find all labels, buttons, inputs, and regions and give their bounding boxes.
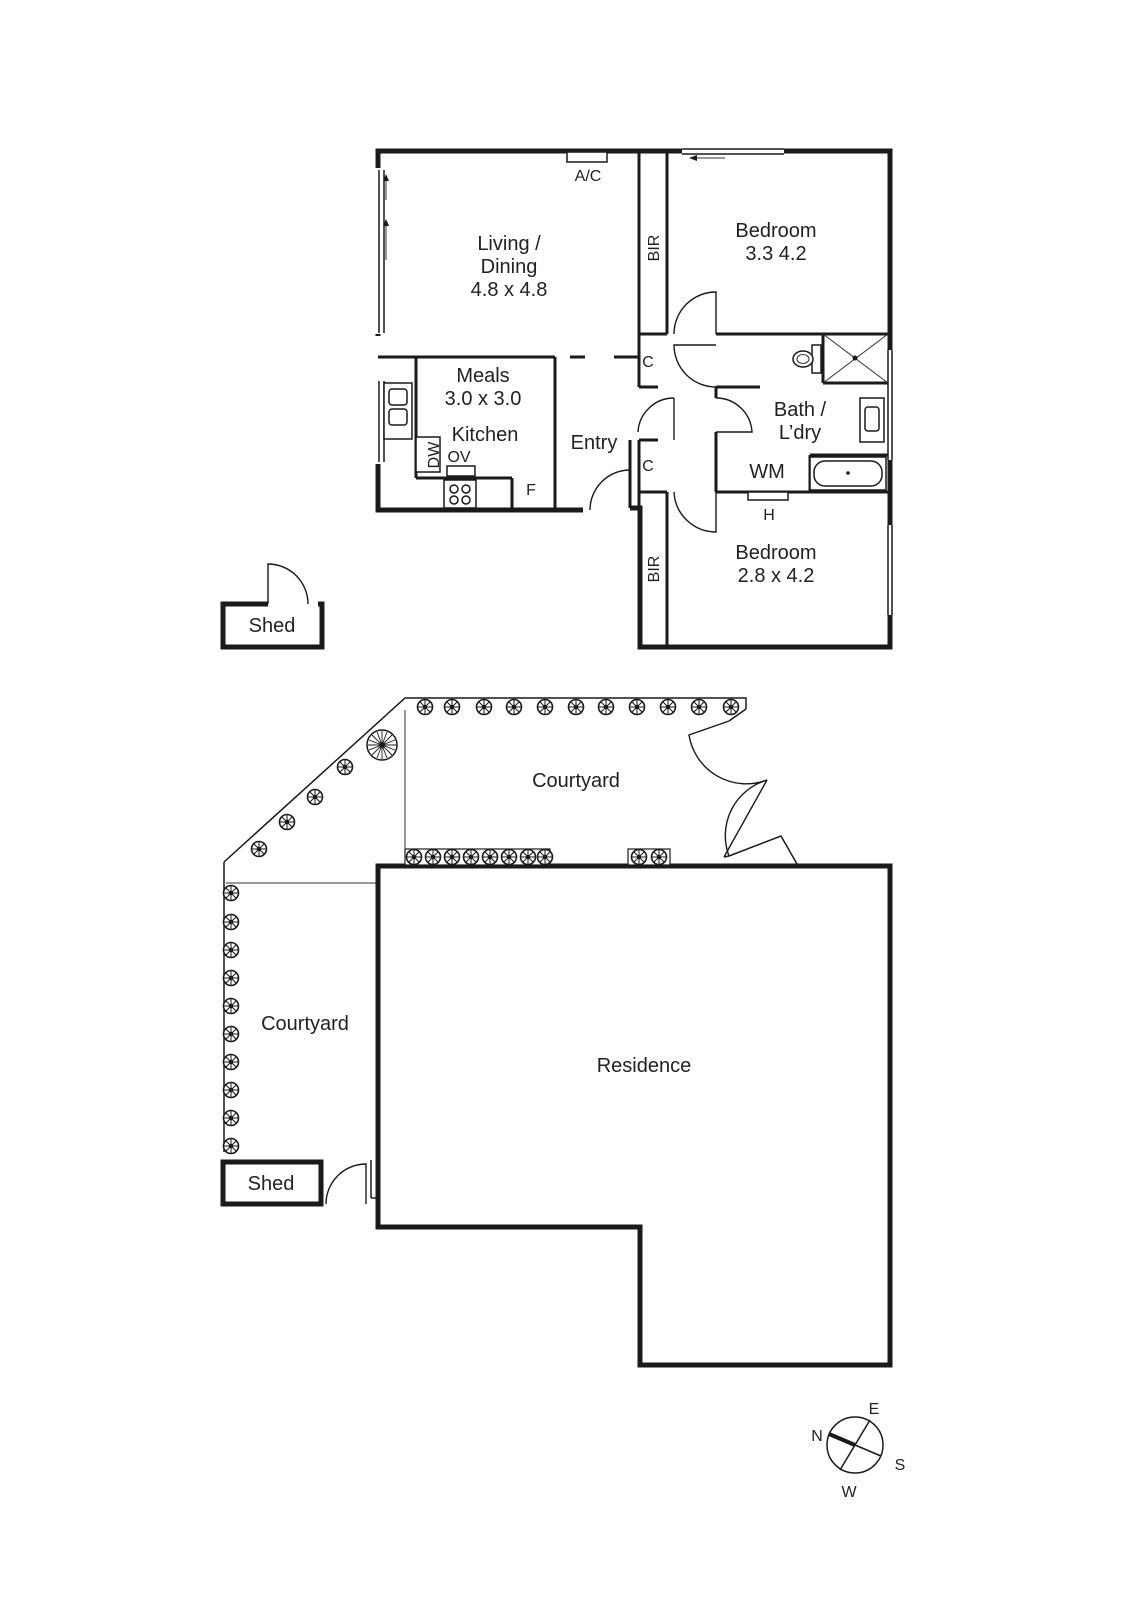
oven-label: OV [447,449,470,466]
site-shed: Shed [220,1159,367,1207]
closet-label-top: C [642,354,654,371]
upper-shed: Shed [220,563,325,650]
living-dining-label-line2: Dining [481,256,538,278]
washing-machine-label: WM [749,461,785,483]
hedge-courtyard-bottom [404,848,671,866]
upper-shed-label: Shed [249,615,296,637]
door-swing [715,397,753,433]
basin-icon [859,397,885,443]
bath-laundry-label: Bath / [774,399,827,421]
heater-label: H [763,507,775,524]
dishwasher-label: DW [426,441,443,469]
meals-label: Meals [456,365,509,387]
compass-icon: N E S W [811,1401,905,1501]
shower-icon [822,333,889,384]
residence-outline [375,863,893,1368]
hedge-left [222,884,240,1155]
site-boundary [723,835,798,865]
upper-floor-plan: Living / Dining 4.8 x 4.8 A/C Bedroom 3.… [220,148,894,650]
ac-unit-icon [566,151,608,163]
bath-laundry-label-line2: L’dry [779,422,821,444]
site-shed-label: Shed [248,1173,295,1195]
heater-icon [747,491,789,501]
meals-size: 3.0 x 3.0 [445,388,522,410]
ac-label: A/C [575,168,602,185]
bedroom-1-size: 3.3 4.2 [745,243,806,265]
living-dining-label: Living / [477,233,541,255]
bir-label-top: BIR [646,235,663,262]
entry-label: Entry [571,432,618,454]
door-swing [673,291,717,335]
oven-icon [446,465,476,477]
hedge-top [416,698,740,716]
closet-label-bottom: C [642,458,654,475]
courtyard-top-label: Courtyard [532,770,620,792]
compass-west: W [841,1484,857,1501]
sink-icon [383,382,413,440]
cooktop-icon [443,479,477,509]
door-swing [673,491,717,533]
kitchen-label: Kitchen [452,424,519,446]
bedroom-2-size: 2.8 x 4.2 [738,565,815,587]
bedroom-2-label: Bedroom [735,542,816,564]
residence-label: Residence [597,1055,692,1077]
site-boundary-top [728,708,747,722]
dishwasher-icon [415,436,441,473]
door-swing [637,397,675,433]
compass-east: E [869,1401,880,1418]
bir-label-bottom: BIR [646,556,663,583]
tree-icon [366,729,398,761]
fridge-label: F [526,482,536,499]
compass-south: S [895,1457,906,1474]
hedge-diagonal [250,758,354,858]
door-swing [673,344,717,388]
living-dining-size: 4.8 x 4.8 [471,279,548,301]
bedroom-1-label: Bedroom [735,220,816,242]
gate-swing [724,779,768,857]
entry-door-swing [589,469,631,511]
bathtub-icon [809,456,887,491]
courtyard-left-label: Courtyard [261,1013,349,1035]
gate-swing [688,720,768,785]
compass-north: N [811,1428,823,1445]
site-plan: Shed Courtyard Courtyard Residence [220,697,893,1368]
toilet-icon [792,344,822,374]
